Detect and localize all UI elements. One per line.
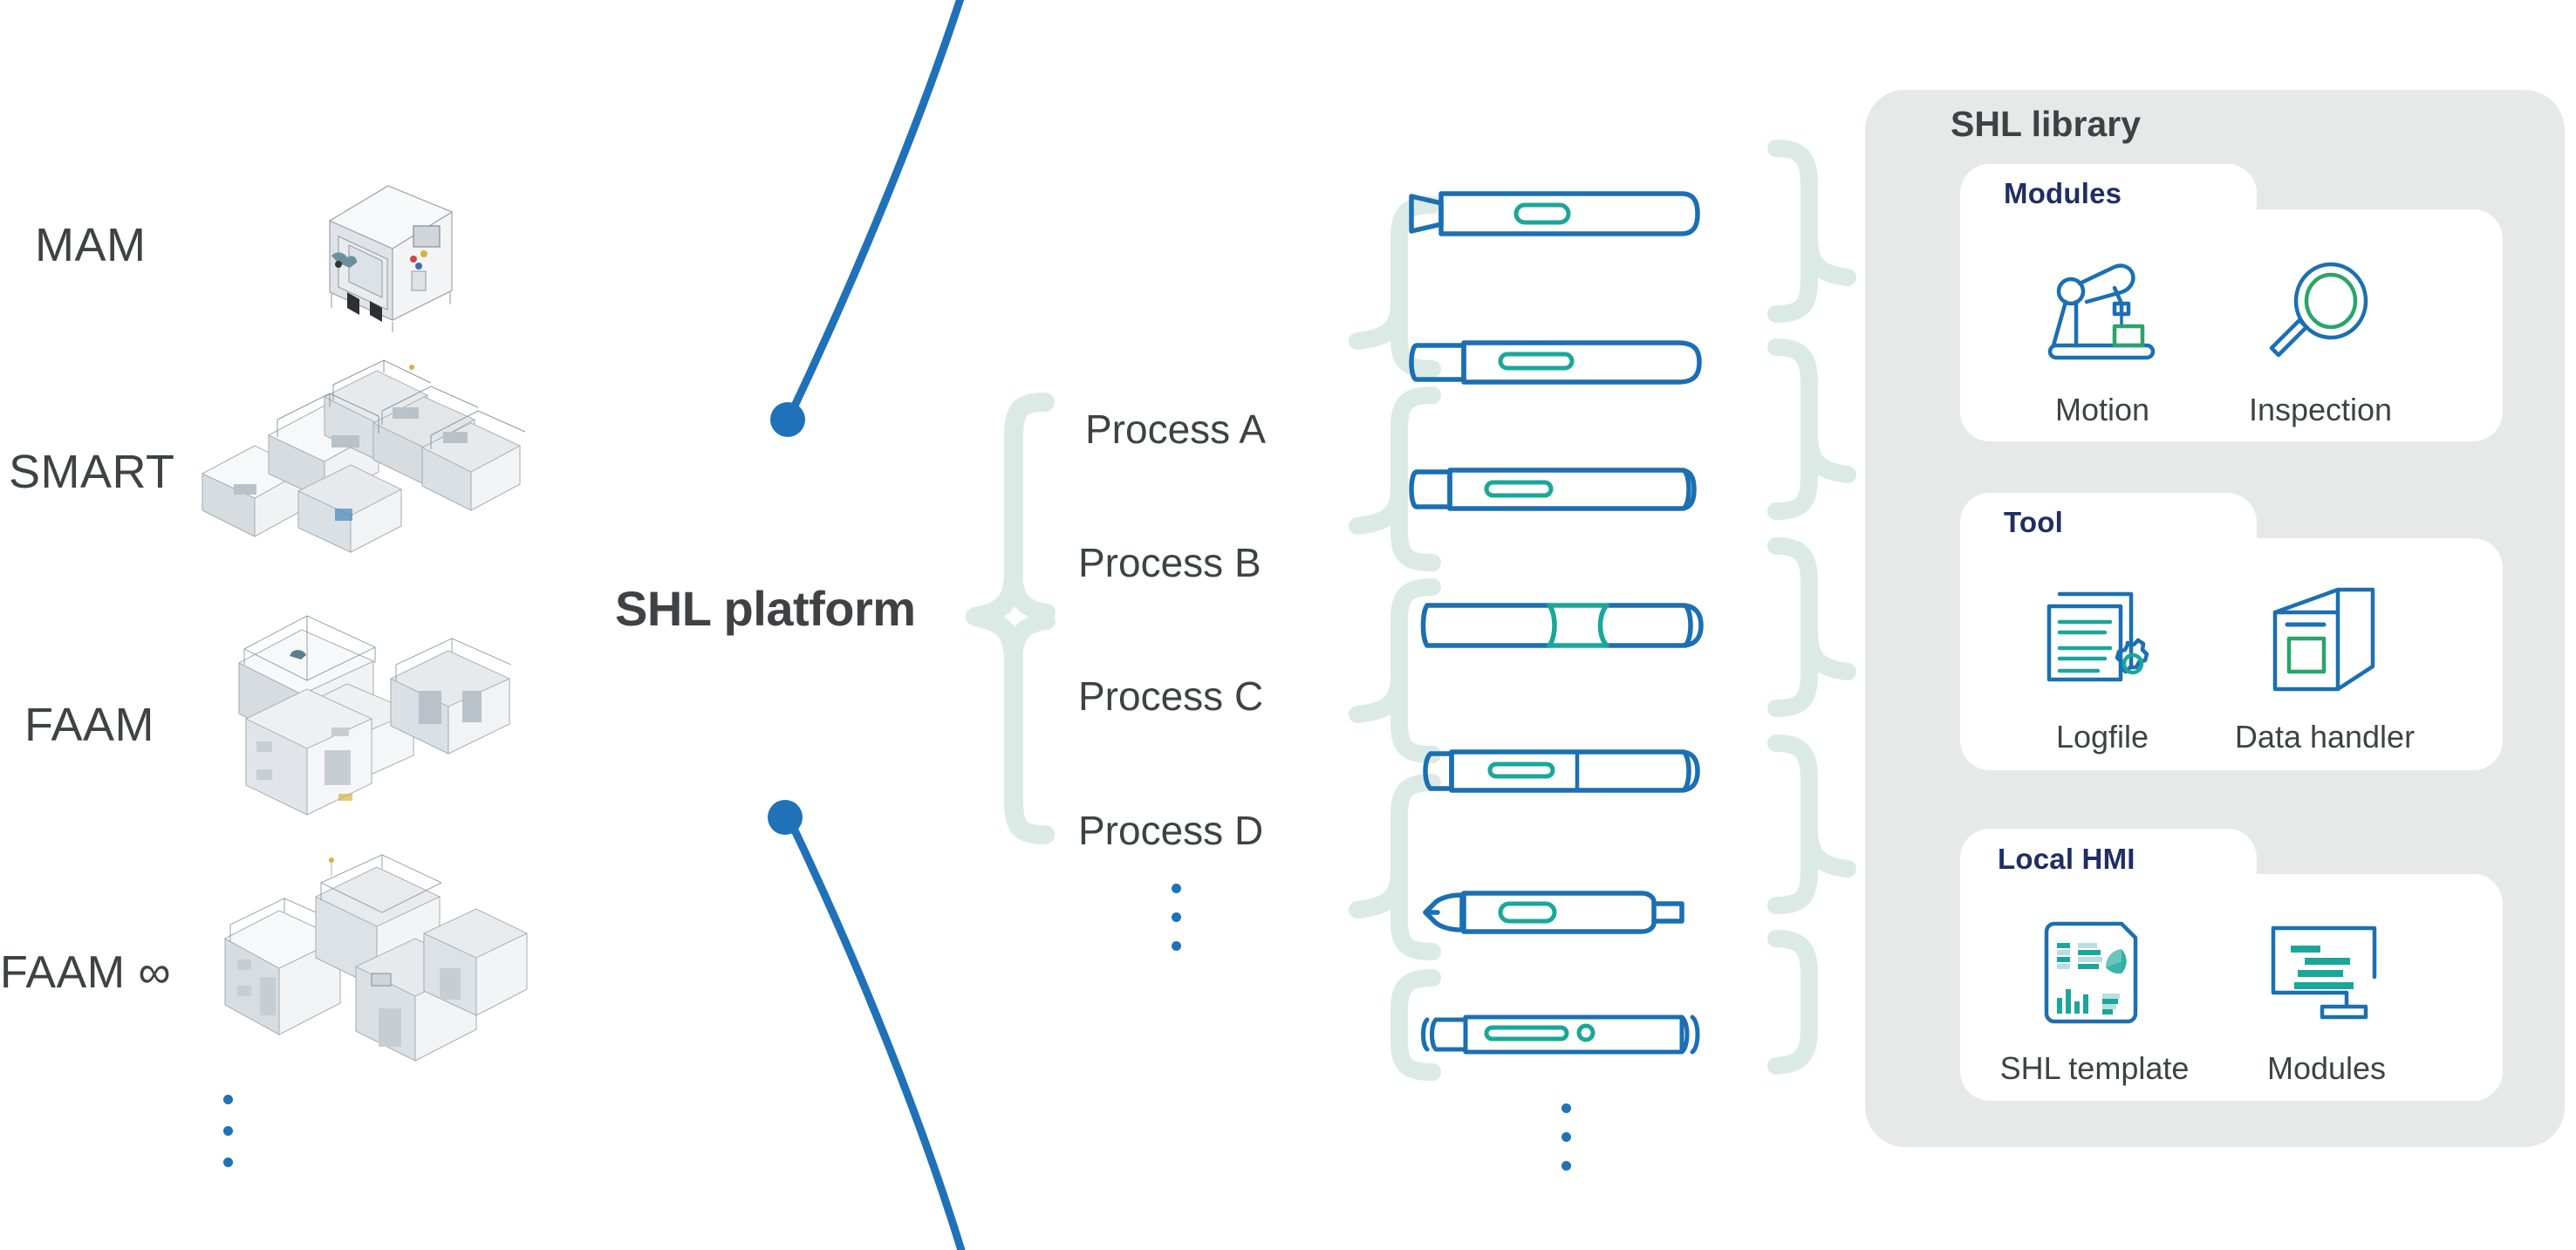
list-item xyxy=(1423,891,1684,934)
robot-arm-icon xyxy=(1993,249,2211,379)
device-grouping-brace-right xyxy=(1767,140,1856,1075)
process-label-b: Process B xyxy=(1078,540,1261,585)
library-item-modules-hmi[interactable]: Modules xyxy=(2217,907,2436,1087)
monitor-screen-icon xyxy=(2217,907,2436,1038)
process-grouping-brace xyxy=(966,393,1056,844)
list-item xyxy=(1409,468,1697,511)
tool-card-tab xyxy=(1960,493,2257,571)
list-item xyxy=(1409,191,1700,236)
device-grouping-brace-left xyxy=(1349,196,1441,1081)
library-item-label: SHL template xyxy=(1999,1050,2190,1086)
connector-node-top xyxy=(770,402,805,437)
library-item-logfile[interactable]: Logfile xyxy=(1993,576,2211,755)
shl-library-title: SHL library xyxy=(1951,104,2141,144)
faam-infinity-machine-image xyxy=(224,854,528,1062)
process-label-c: Process C xyxy=(1078,673,1264,719)
list-item xyxy=(1409,340,1702,385)
library-item-label: Inspection xyxy=(2248,392,2393,427)
page-title: SHL platform xyxy=(615,581,916,636)
library-item-inspection[interactable]: Inspection xyxy=(2211,249,2429,428)
machine-label-mam: MAM xyxy=(35,219,147,271)
connector-arc-bottom xyxy=(783,811,966,1250)
connector-node-bottom xyxy=(768,800,803,835)
list-item xyxy=(1420,603,1704,648)
machines-more-dots xyxy=(223,1095,233,1167)
machine-label-faam: FAAM xyxy=(24,699,155,751)
document-gear-icon xyxy=(1993,576,2211,707)
list-item xyxy=(1421,1014,1700,1055)
local-hmi-section-title: Local HMI xyxy=(1998,843,2135,875)
faam-machine-image xyxy=(238,615,512,816)
list-item xyxy=(1423,749,1700,793)
library-item-label: Motion xyxy=(2054,392,2150,427)
smart-machine-image xyxy=(201,359,526,553)
server-box-icon xyxy=(2216,576,2434,707)
connector-arc-top xyxy=(785,0,965,421)
tool-section-title: Tool xyxy=(2004,506,2063,538)
library-item-shl-template[interactable]: SHL template xyxy=(1985,907,2204,1087)
modules-card-body xyxy=(1960,164,2257,242)
dashboard-report-icon xyxy=(1985,907,2204,1038)
library-item-label: Modules xyxy=(2266,1050,2387,1086)
local-hmi-card xyxy=(1960,874,2503,1101)
library-item-data-handler[interactable]: Data handler xyxy=(2216,576,2434,755)
devices-more-dots xyxy=(1561,1103,1571,1171)
library-item-label: Logfile xyxy=(2055,719,2149,755)
local-hmi-card-tab xyxy=(1960,829,2257,907)
modules-card xyxy=(1960,209,2503,441)
library-item-label: Data handler xyxy=(2234,719,2415,755)
process-label-a: Process A xyxy=(1085,406,1267,452)
machine-label-smart: SMART xyxy=(9,446,175,498)
modules-section-title: Modules xyxy=(2004,177,2122,209)
processes-more-dots xyxy=(1172,884,1181,951)
mam-machine-image xyxy=(328,185,454,332)
magnifier-icon xyxy=(2211,249,2429,379)
machine-label-faam-infinity: FAAM ∞ xyxy=(0,947,172,998)
process-label-d: Process D xyxy=(1078,808,1264,853)
library-item-motion[interactable]: Motion xyxy=(1993,249,2211,428)
